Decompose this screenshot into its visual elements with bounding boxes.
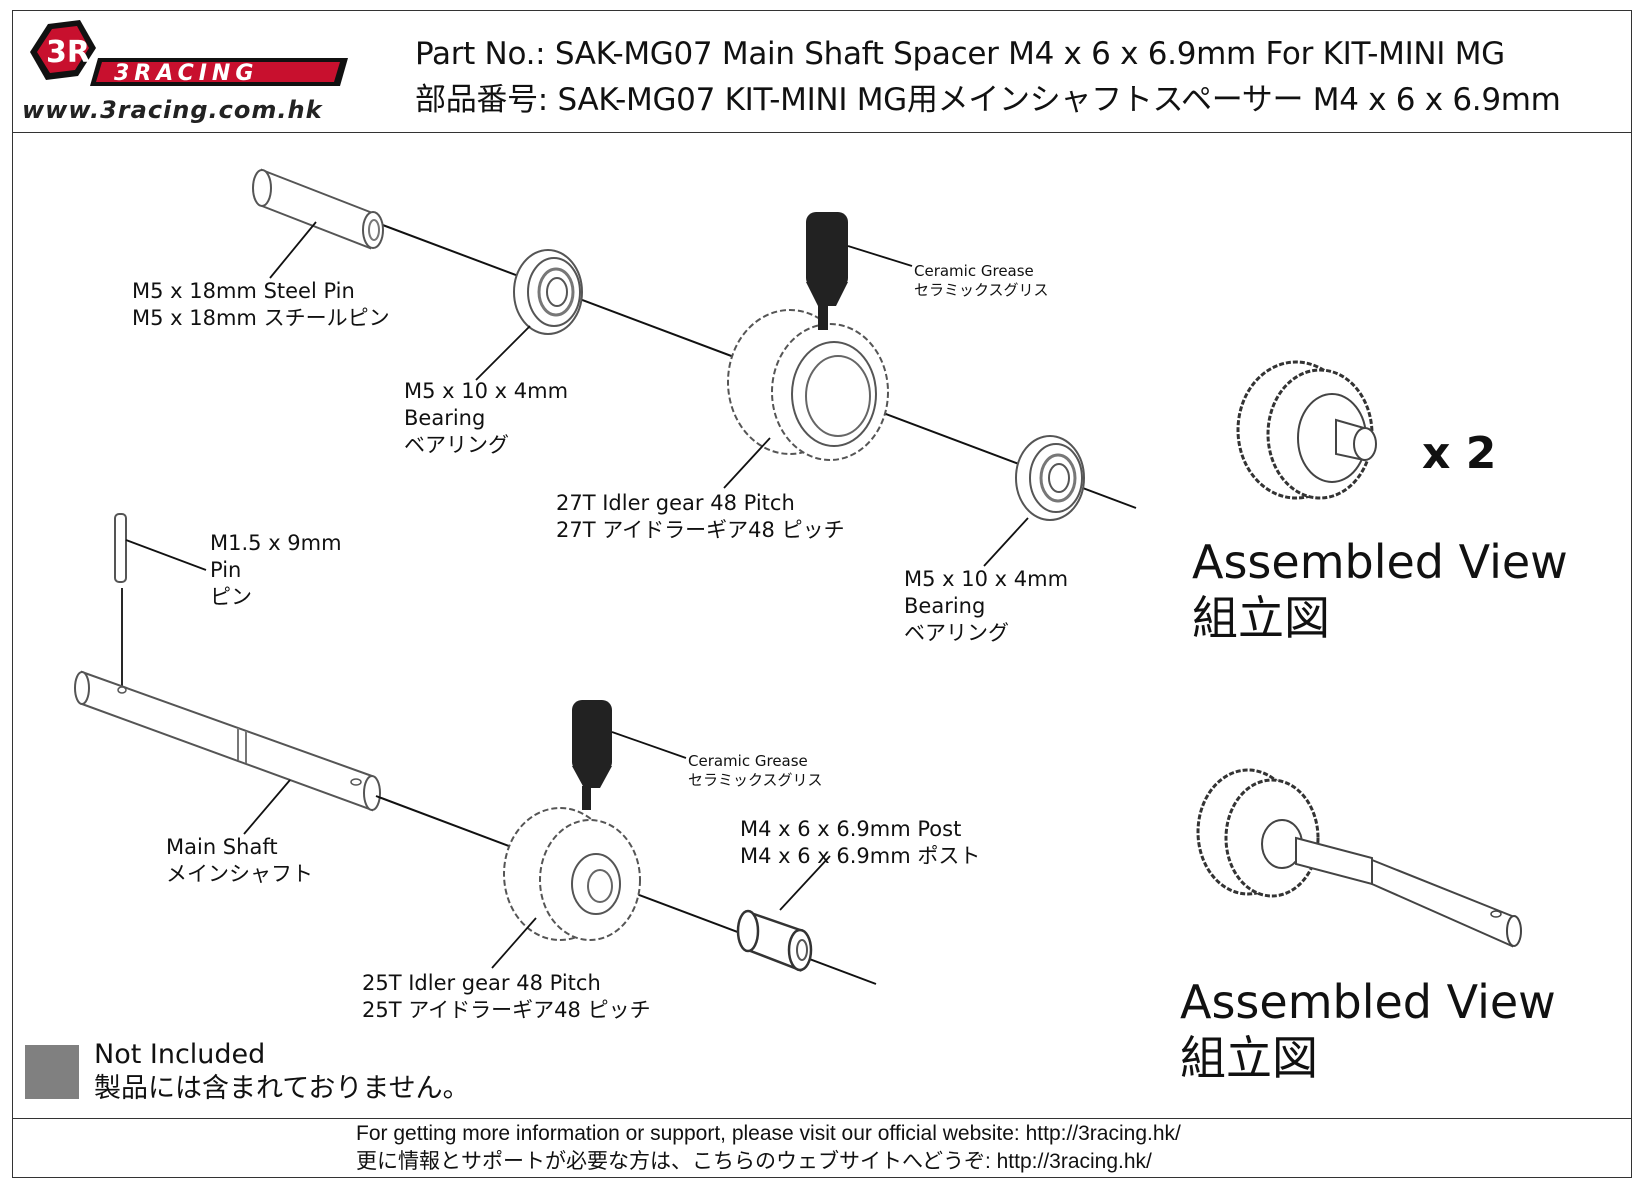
label-post: M4 x 6 x 6.9mm Post M4 x 6 x 6.9mm ポスト — [740, 816, 980, 870]
label-steel-pin-en: M5 x 18mm Steel Pin — [132, 279, 355, 303]
label-small-pin-size: M1.5 x 9mm — [210, 531, 342, 555]
assembled-view-top-en: Assembled View — [1192, 535, 1568, 589]
ceramic-grease-bottom-part — [572, 700, 612, 810]
label-post-jp: M4 x 6 x 6.9mm ポスト — [740, 844, 981, 868]
footer-divider — [12, 1118, 1632, 1119]
idler-gear-25t-part — [503, 807, 641, 941]
label-main-shaft-jp: メインシャフト — [166, 862, 313, 886]
quantity-label: x 2 — [1422, 428, 1497, 479]
header-divider — [12, 132, 1632, 133]
label-bearing-left-jp: ベアリング — [404, 433, 509, 457]
label-main-shaft: Main Shaft メインシャフト — [166, 834, 313, 888]
label-main-shaft-en: Main Shaft — [166, 835, 278, 859]
drawing-frame — [12, 10, 1632, 1178]
logo-wordmark: 3RACING — [90, 58, 348, 86]
logo-emblem: 3R — [30, 20, 96, 80]
label-bearing-right-en: Bearing — [904, 594, 986, 618]
3racing-logo: 3R 3RACING — [30, 20, 348, 86]
not-included-swatch — [25, 1045, 79, 1099]
label-steel-pin-jp: M5 x 18mm スチールピン — [132, 306, 390, 330]
not-included-en: Not Included — [94, 1039, 266, 1070]
label-bearing-left-en: Bearing — [404, 406, 486, 430]
not-included-jp: 製品には含まれておりません。 — [94, 1073, 470, 1104]
page-title-japanese: 部品番号: SAK-MG07 KIT-MINI MG用メインシャフトスペーサー … — [415, 82, 1561, 118]
label-idler-25t-en: 25T Idler gear 48 Pitch — [362, 971, 601, 995]
label-small-pin: M1.5 x 9mm Pin ピン — [210, 530, 342, 611]
page-title: Part No.: SAK-MG07 Main Shaft Spacer M4 … — [415, 36, 1505, 72]
label-grease-top-jp: セラミックスグリス — [914, 281, 1049, 299]
label-grease-top-en: Ceramic Grease — [914, 262, 1034, 280]
assembled-view-bottom-en: Assembled View — [1180, 975, 1556, 1029]
label-bearing-right-size: M5 x 10 x 4mm — [904, 567, 1069, 591]
spacer-post-part — [736, 909, 813, 972]
label-grease-bottom-jp: セラミックスグリス — [688, 771, 823, 789]
label-idler-27t: 27T Idler gear 48 Pitch 27T アイドラーギア48 ピッ… — [556, 490, 845, 544]
assembled-view-bottom-illustration — [1196, 768, 1522, 948]
label-grease-bottom: Ceramic Grease セラミックスグリス — [688, 752, 823, 790]
footer-text: For getting more information or support,… — [356, 1120, 1181, 1176]
bearing-right-part — [1014, 434, 1086, 522]
label-grease-bottom-en: Ceramic Grease — [688, 752, 808, 770]
assembled-view-top-title: Assembled View 組立図 — [1192, 534, 1568, 646]
label-bearing-right: M5 x 10 x 4mm Bearing ベアリング — [904, 566, 1068, 647]
label-post-en: M4 x 6 x 6.9mm Post — [740, 817, 962, 841]
label-idler-27t-en: 27T Idler gear 48 Pitch — [556, 491, 795, 515]
label-idler-25t-jp: 25T アイドラーギア48 ピッチ — [362, 998, 651, 1022]
assembled-view-bottom-title: Assembled View 組立図 — [1180, 974, 1556, 1086]
footer-jp: 更に情報とサポートが必要な方は、こちらのウェブサイトへどうぞ: http://3… — [356, 1150, 1152, 1173]
bearing-left-part — [512, 248, 584, 336]
assembled-view-top-jp: 組立図 — [1192, 591, 1330, 645]
logo-wordmark-text: 3RACING — [114, 61, 258, 86]
label-idler-27t-jp: 27T アイドラーギア48 ピッチ — [556, 518, 845, 542]
small-pin-part — [114, 513, 207, 686]
ceramic-grease-top-part — [806, 212, 848, 330]
label-bearing-left: M5 x 10 x 4mm Bearing ベアリング — [404, 378, 568, 459]
assembled-view-top-illustration — [1236, 360, 1377, 500]
label-bearing-left-size: M5 x 10 x 4mm — [404, 379, 569, 403]
not-included-legend: Not Included 製品には含まれておりません。 — [94, 1038, 470, 1106]
label-idler-25t: 25T Idler gear 48 Pitch 25T アイドラーギア48 ピッ… — [362, 970, 651, 1024]
footer-en: For getting more information or support,… — [356, 1122, 1181, 1145]
label-small-pin-en: Pin — [210, 558, 242, 582]
upper-leader-lines — [269, 221, 1029, 567]
label-bearing-right-jp: ベアリング — [904, 621, 1009, 645]
assembled-view-bottom-jp: 組立図 — [1180, 1031, 1318, 1085]
label-small-pin-jp: ピン — [210, 585, 252, 609]
label-grease-top: Ceramic Grease セラミックスグリス — [914, 262, 1049, 300]
label-steel-pin: M5 x 18mm Steel Pin M5 x 18mm スチールピン — [132, 278, 390, 332]
website-url: www.3racing.com.hk — [22, 96, 323, 124]
steel-pin-part — [252, 168, 384, 250]
logo-mark: 3R — [46, 35, 90, 70]
idler-gear-27t-part — [727, 309, 889, 461]
lower-leader-lines — [243, 731, 831, 969]
